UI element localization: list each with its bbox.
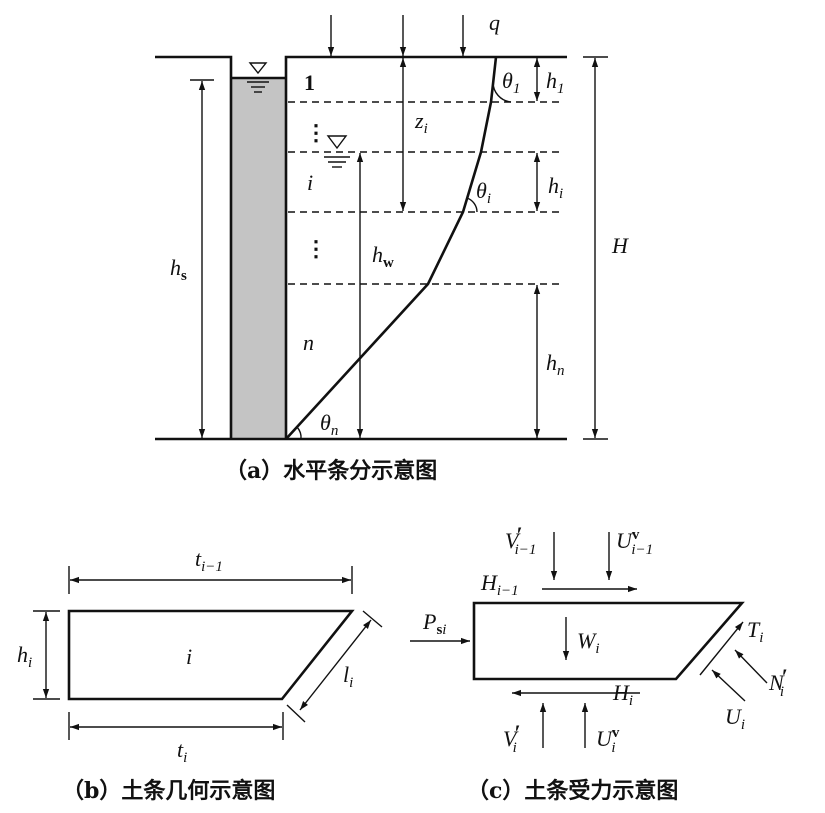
V-top-label: V′i−1 bbox=[505, 522, 536, 558]
l-label: li bbox=[343, 662, 353, 691]
dots-label: ⋮ bbox=[305, 120, 327, 145]
thetai-label: θi bbox=[476, 178, 491, 207]
figure-b: ti−1 ti hi li i （b）土条几何示意图 bbox=[17, 546, 383, 804]
H-bottom-label: Hi bbox=[612, 680, 633, 709]
top-ground-line bbox=[284, 55, 567, 439]
theta1-label: θ1 bbox=[502, 68, 520, 97]
theta1-arc bbox=[492, 81, 512, 103]
groundwater-level-icon bbox=[324, 135, 350, 168]
t-bottom-label: ti bbox=[177, 737, 187, 766]
slice-i-label: i bbox=[186, 644, 192, 669]
N-label: N′i bbox=[768, 664, 788, 700]
hs-label: hs bbox=[170, 255, 187, 284]
H-label: H bbox=[611, 233, 629, 258]
N-arrow bbox=[734, 649, 768, 684]
hn-label: hn bbox=[546, 350, 565, 379]
U-side-arrow bbox=[711, 669, 746, 702]
thetai-arc bbox=[466, 197, 478, 213]
W-label: Wi bbox=[577, 628, 600, 657]
l-dimension bbox=[299, 619, 372, 711]
thetan-arc bbox=[296, 426, 302, 440]
slice-i-label: i bbox=[307, 170, 313, 195]
hw-label: hw bbox=[372, 242, 394, 271]
caption-c: （c）土条受力示意图 bbox=[467, 778, 678, 804]
V-bottom-label: V′i bbox=[503, 720, 521, 756]
U-side-label: Ui bbox=[725, 704, 745, 733]
dots-label-2: ⋮ bbox=[305, 236, 327, 261]
surcharge-arrows bbox=[327, 15, 467, 56]
H-top-label: Hi−1 bbox=[480, 570, 519, 599]
h1-label: h1 bbox=[546, 68, 565, 97]
slice-dashed-lines bbox=[288, 101, 563, 285]
caption-b: （b）土条几何示意图 bbox=[62, 778, 275, 804]
slice-n-label: n bbox=[303, 330, 314, 355]
thetan-label: θn bbox=[320, 410, 338, 439]
q-label: q bbox=[489, 10, 500, 35]
water-level-icon bbox=[247, 62, 269, 93]
retaining-wall-water bbox=[231, 78, 286, 439]
h-label: hi bbox=[17, 642, 32, 671]
t-top-label: ti−1 bbox=[195, 546, 223, 575]
zi-label: zi bbox=[414, 108, 428, 137]
slice-1-label: 1 bbox=[304, 70, 315, 95]
soil-slice-shape bbox=[472, 601, 745, 681]
P-label: Psi bbox=[422, 609, 446, 638]
figure-a: q 1 ⋮ i ⋮ n zi hs hw θ1 θi θn h1 hi hn H… bbox=[155, 10, 629, 484]
caption-a: （a）水平条分示意图 bbox=[225, 458, 437, 484]
T-label: Ti bbox=[747, 617, 763, 646]
slip-surface-curve bbox=[285, 56, 498, 440]
hi-label: hi bbox=[548, 173, 563, 202]
soil-slice-shape bbox=[67, 609, 355, 701]
left-ground-line bbox=[155, 55, 233, 439]
T-arrow bbox=[699, 621, 744, 676]
